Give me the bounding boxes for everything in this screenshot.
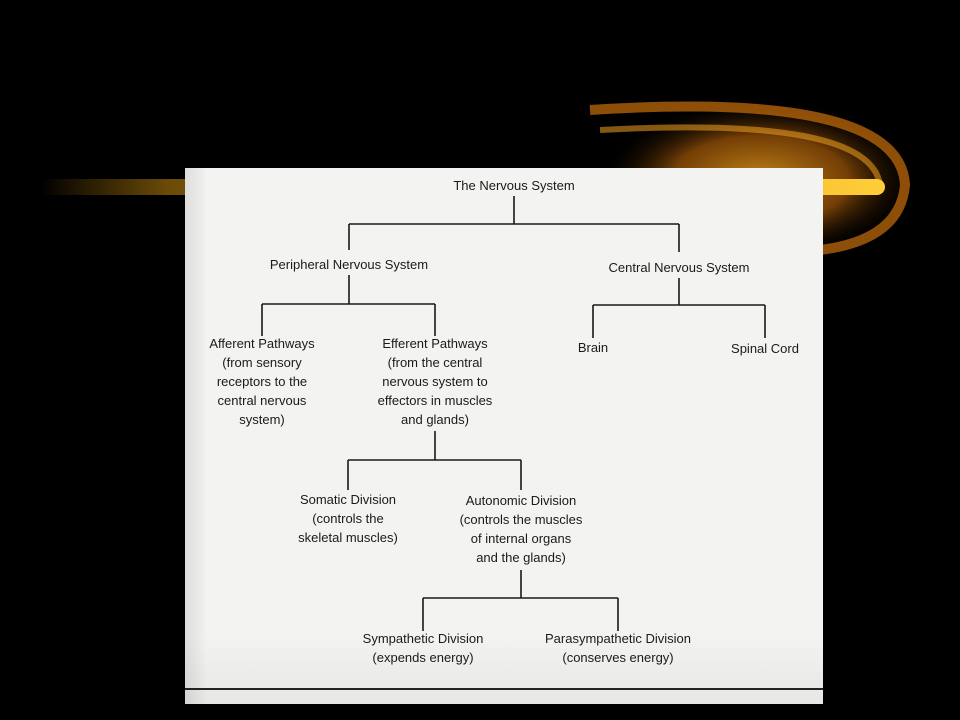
connector-autonomic <box>422 570 619 631</box>
connector-peripheral <box>261 275 436 336</box>
connector-root <box>348 196 680 252</box>
node-somatic-division: Somatic Division (controls the skeletal … <box>298 492 398 545</box>
node-brain: Brain <box>577 340 609 355</box>
node-efferent-pathways: Efferent Pathways (from the central nerv… <box>377 336 493 427</box>
node-sympathetic-division: Sympathetic Division (expends energy) <box>362 631 484 665</box>
connector-efferent <box>347 431 522 490</box>
diagram-paper: The Nervous System Peripheral Nervous Sy… <box>185 168 823 704</box>
node-afferent-pathways: Afferent Pathways (from sensory receptor… <box>209 336 315 427</box>
page-bottom-rule <box>185 688 823 690</box>
node-peripheral-nervous-system: Peripheral Nervous System <box>269 257 429 272</box>
node-nervous-system: The Nervous System <box>453 178 575 193</box>
page-bleed-left <box>185 168 205 704</box>
node-parasympathetic-division: Parasympathetic Division (conserves ener… <box>545 631 691 665</box>
node-spinal-cord: Spinal Cord <box>731 341 799 356</box>
node-autonomic-division: Autonomic Division (controls the muscles… <box>459 493 583 565</box>
connector-central <box>592 278 766 338</box>
page-bleed-bottom <box>185 634 823 704</box>
flare-arc <box>589 101 911 255</box>
node-central-nervous-system: Central Nervous System <box>608 260 750 275</box>
diagram-connectors <box>261 196 766 631</box>
